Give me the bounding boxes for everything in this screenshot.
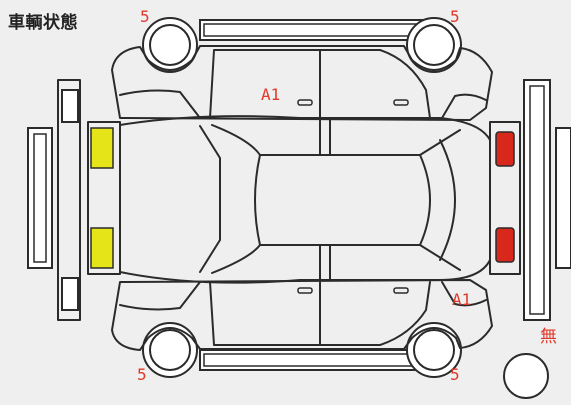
- side-body-bottom: [111, 279, 493, 351]
- mark-wheel-bottom-right: 5: [450, 365, 460, 384]
- front-outline: [57, 79, 81, 321]
- wheel-top-right: [406, 17, 462, 73]
- side-body-top: [111, 45, 493, 121]
- front-lamp-right: [90, 227, 114, 269]
- wheel-bottom-left: [142, 322, 198, 378]
- wheel-top-left: [142, 17, 198, 73]
- mark-door-bottom: A1: [452, 290, 472, 309]
- rear-lamp-left: [495, 131, 515, 167]
- top-view-body: [119, 115, 491, 284]
- mark-wheel-top-right: 5: [450, 7, 460, 26]
- front-view: [27, 79, 121, 321]
- roof-rail-top: [199, 19, 439, 41]
- mark-door-top: A1: [261, 85, 281, 104]
- mark-spare-tire: 無: [540, 327, 557, 347]
- door-handle: [393, 287, 409, 294]
- front-lamp-left: [90, 127, 114, 169]
- top-view: [119, 115, 491, 284]
- rear-view: [489, 79, 571, 321]
- side-view-bottom: [111, 279, 493, 378]
- door-handle: [297, 287, 313, 294]
- rear-outline: [489, 121, 521, 275]
- spare-tire: [503, 353, 549, 399]
- mark-wheel-bottom-left: 5: [137, 365, 147, 384]
- roof-rail-bottom: [199, 349, 439, 371]
- front-bumper: [27, 127, 53, 269]
- front-hood: [87, 121, 121, 275]
- side-view-top: [111, 17, 493, 121]
- rear-bumper: [555, 127, 571, 269]
- rear-lamp-right: [495, 227, 515, 263]
- roof: [259, 154, 431, 246]
- door-handle: [297, 99, 313, 106]
- mark-wheel-top-left: 5: [140, 7, 150, 26]
- rear-panel: [523, 79, 551, 321]
- sheet-title: 車輌状態: [8, 13, 78, 33]
- door-handle: [393, 99, 409, 106]
